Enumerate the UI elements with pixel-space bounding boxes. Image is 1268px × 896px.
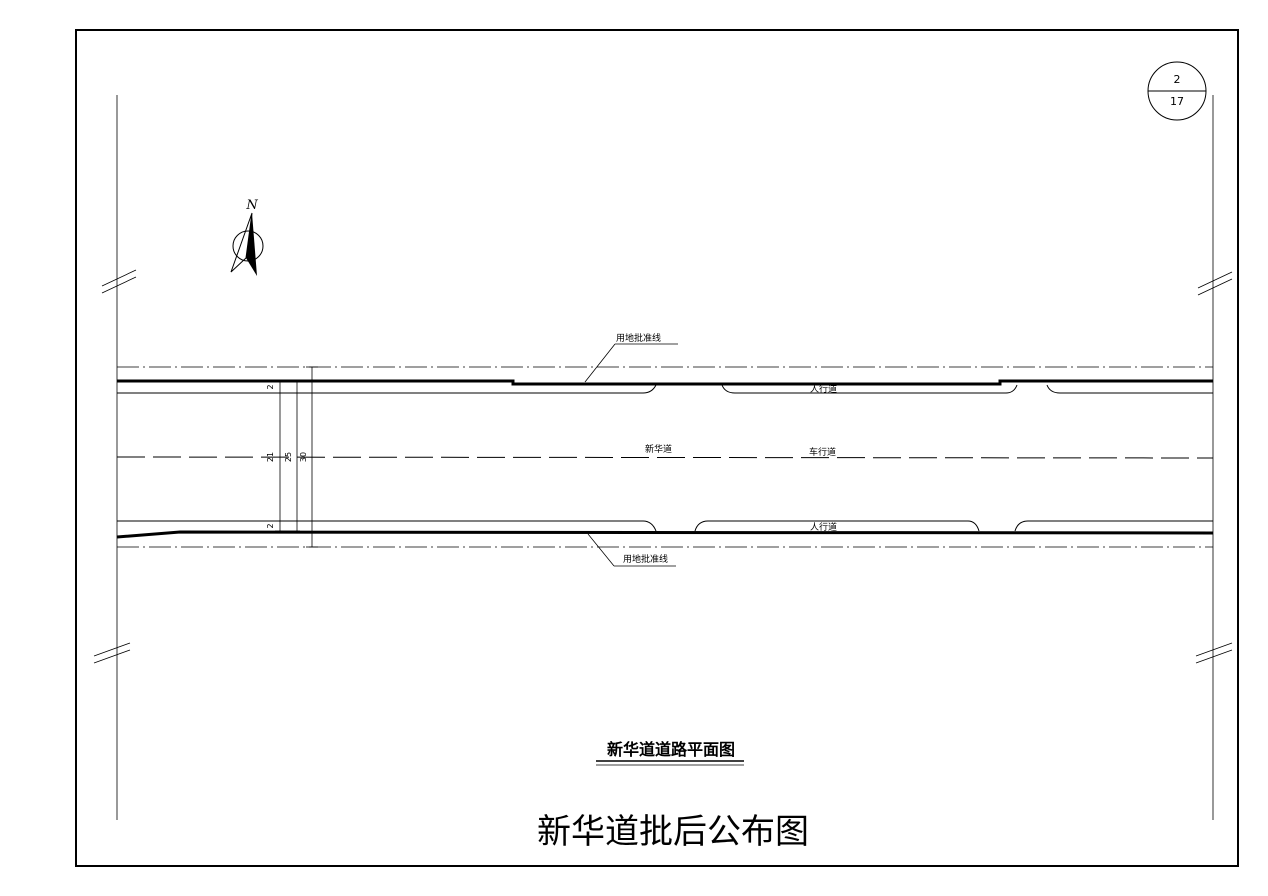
- dimension-lines: [275, 366, 318, 548]
- boundary-lines: [117, 366, 1213, 548]
- dim-sidewalk-bottom: 2: [266, 523, 275, 528]
- road-centerline: [116, 456, 1214, 459]
- boundary-leader-top: [584, 343, 678, 383]
- sidewalk-curbs-bottom: [117, 520, 1213, 532]
- dim-curb-to-curb: 25: [284, 452, 293, 462]
- north-arrow-icon: N: [230, 198, 264, 276]
- sidewalk-label-top: 人行道: [810, 383, 837, 395]
- dim-total: 30: [299, 452, 308, 462]
- boundary-label-bottom: 用地批准线: [623, 553, 668, 565]
- boundary-leader-bottom: [587, 533, 676, 567]
- dimension-labels: 2 21 25 30 2: [266, 384, 308, 528]
- sheet-total: 17: [1170, 95, 1184, 108]
- carriageway-label: 车行道: [809, 446, 836, 458]
- boundary-label-top: 用地批准线: [616, 332, 661, 344]
- sheet-number: 2: [1174, 73, 1181, 86]
- north-label: N: [245, 198, 258, 213]
- drawing-frame: [75, 29, 1239, 867]
- stamp-title: 新华道批后公布图: [537, 812, 809, 852]
- road-outer-edges: [116, 379, 1214, 539]
- title-underline: [596, 760, 744, 766]
- sidewalk-label-bottom: 人行道: [810, 521, 837, 533]
- sheet-number-badge: 2 17: [1147, 61, 1207, 121]
- sidewalk-curbs-top: [117, 384, 1213, 394]
- dim-carriageway: 21: [266, 452, 275, 462]
- drawing-title: 新华道道路平面图: [607, 740, 735, 759]
- road-name-label: 新华道: [645, 443, 672, 455]
- dim-sidewalk-top: 2: [266, 384, 275, 389]
